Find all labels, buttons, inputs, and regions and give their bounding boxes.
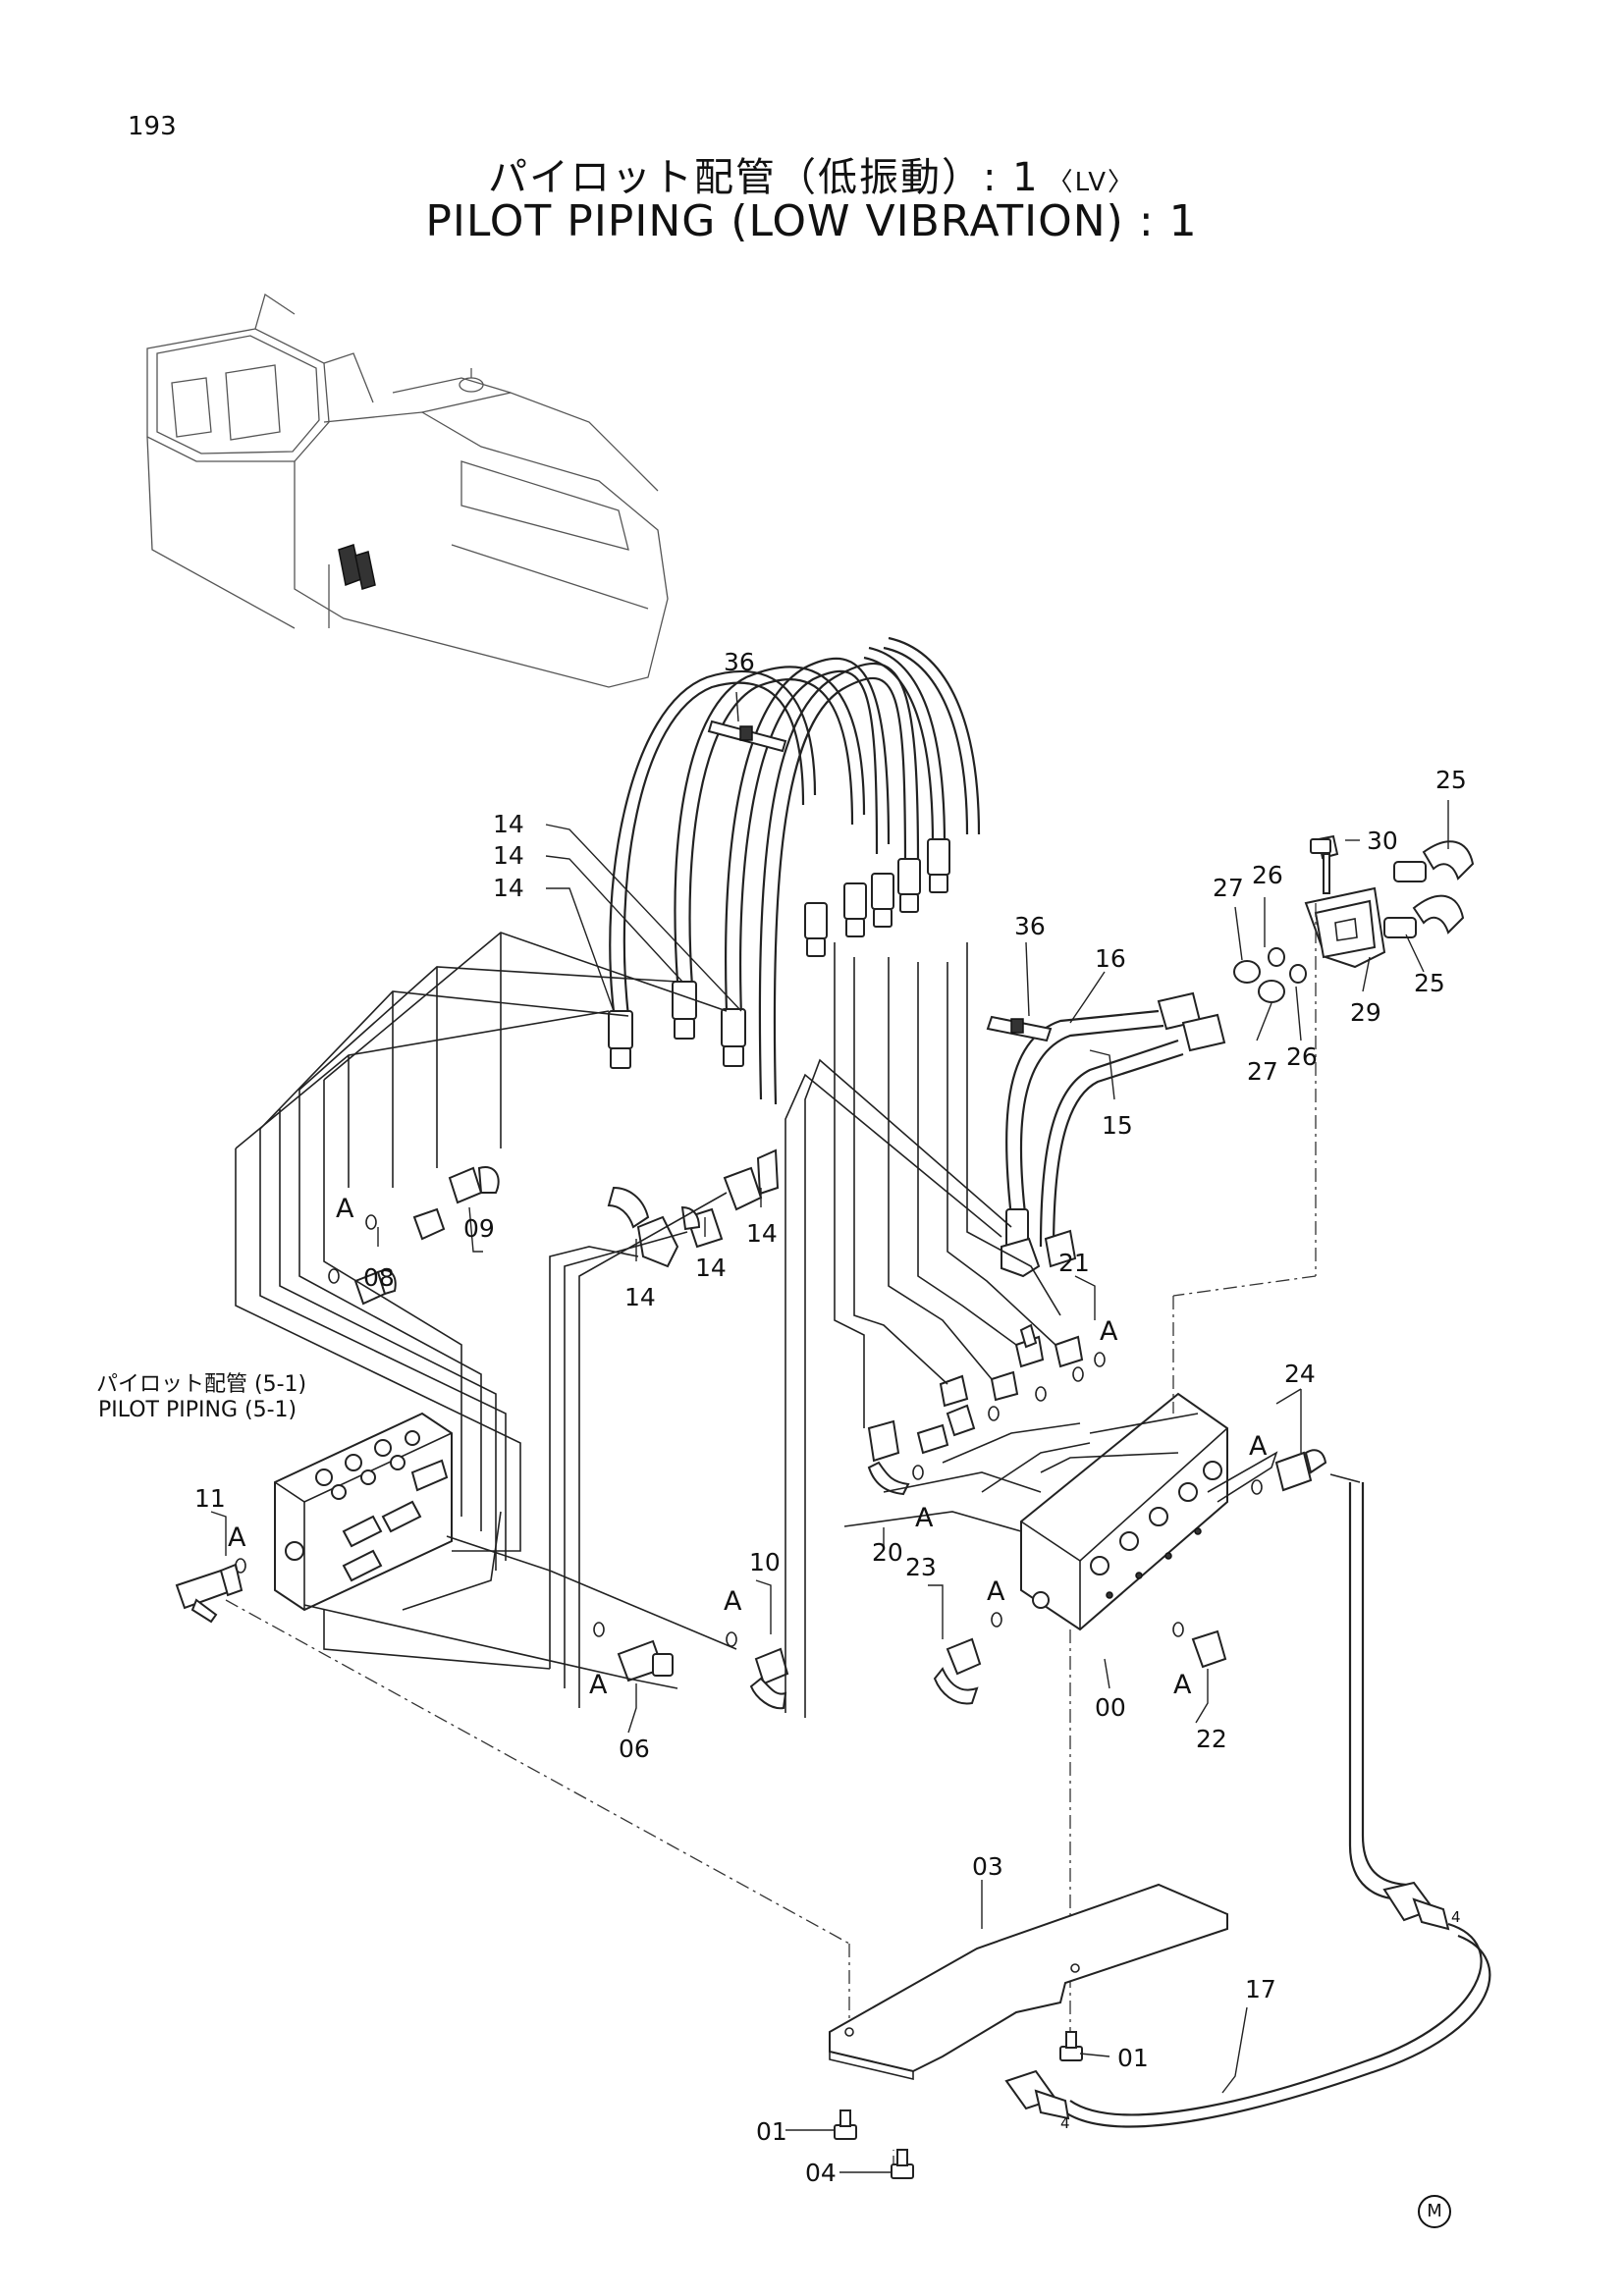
callout-14: 14 — [695, 1254, 727, 1282]
callout-36: 36 — [1014, 912, 1046, 940]
adapter-22 — [1172, 1622, 1227, 1669]
detail-marker-a: A — [915, 1503, 934, 1533]
hose-end-tag: 4 — [1060, 2114, 1070, 2132]
bracket-29-assembly — [1233, 834, 1475, 1003]
detail-marker-a: A — [228, 1522, 246, 1553]
hose-end-tag: 4 — [1451, 1908, 1461, 1926]
detail-marker-a: A — [724, 1586, 742, 1617]
elbow-fittings-14-lower — [607, 1148, 780, 1268]
plate-03 — [829, 1883, 1228, 2081]
machine-thumbnail — [146, 293, 669, 688]
title-japanese-text: パイロット配管（低振動）: 1 — [487, 155, 1040, 200]
callout-26: 26 — [1286, 1042, 1318, 1071]
detail-marker-a: A — [987, 1576, 1005, 1607]
cable-tie-36-upper — [707, 720, 787, 753]
detail-marker-a: A — [589, 1670, 608, 1700]
callout-25: 25 — [1414, 969, 1445, 997]
routing-guide-lines — [235, 932, 1179, 1718]
title-japanese-suffix: 〈LV〉 — [1047, 168, 1136, 197]
callout-14: 14 — [493, 810, 524, 838]
detail-marker-a: A — [336, 1194, 354, 1224]
callout-30: 30 — [1367, 827, 1398, 855]
page-number: 193 — [128, 112, 177, 141]
callout-27: 27 — [1247, 1057, 1278, 1086]
adapter-24 — [1251, 1449, 1327, 1495]
callout-23: 23 — [905, 1553, 937, 1581]
title-english: PILOT PIPING (LOW VIBRATION) : 1 — [425, 196, 1198, 246]
hose-17 — [1004, 1473, 1491, 2128]
reference-label-english: PILOT PIPING (5-1) — [98, 1398, 298, 1422]
title-japanese: パイロット配管（低振動）: 1〈LV〉 — [0, 145, 1623, 202]
callout-14: 14 — [493, 841, 524, 870]
callout-17: 17 — [1245, 1975, 1276, 2003]
callout-22: 22 — [1196, 1725, 1227, 1753]
corner-mark: M — [1418, 2195, 1451, 2228]
callout-14: 14 — [624, 1283, 656, 1311]
callout-labels: 36 14 14 14 09 08 14 14 14 36 16 15 25 3… — [194, 648, 1467, 2187]
reference-label-japanese: パイロット配管 (5-1) — [96, 1372, 307, 1397]
callout-04: 04 — [805, 2159, 837, 2187]
callout-14: 14 — [493, 874, 524, 902]
adapter-06-10-11 — [175, 1558, 789, 1710]
callout-20: 20 — [872, 1538, 903, 1567]
callout-21: 21 — [1058, 1249, 1090, 1277]
callout-29: 29 — [1350, 998, 1381, 1027]
detail-marker-a: A — [1173, 1670, 1192, 1700]
callout-00: 00 — [1095, 1693, 1126, 1722]
adapters-20-21 — [867, 1323, 1106, 1496]
callout-27: 27 — [1213, 874, 1244, 902]
callout-08: 08 — [363, 1263, 395, 1292]
callout-16: 16 — [1095, 944, 1126, 973]
callout-09: 09 — [463, 1214, 495, 1243]
callout-36: 36 — [724, 648, 755, 676]
callout-24: 24 — [1284, 1360, 1316, 1388]
detail-marker-a: A — [1249, 1431, 1268, 1462]
callout-03: 03 — [972, 1852, 1003, 1881]
callout-11: 11 — [194, 1484, 226, 1513]
callout-26: 26 — [1252, 861, 1283, 889]
centre-lines — [225, 903, 1317, 2169]
pilot-block-5-1 — [274, 1412, 453, 1612]
callout-01: 01 — [756, 2117, 787, 2146]
detail-marker-a: A — [1100, 1316, 1118, 1347]
callout-10: 10 — [749, 1548, 781, 1576]
callout-06: 06 — [619, 1735, 650, 1763]
callout-01: 01 — [1117, 2044, 1149, 2072]
callout-25: 25 — [1435, 766, 1467, 794]
valve-block-00 — [1020, 1392, 1278, 1631]
hose-fittings-14 — [608, 838, 950, 1069]
leader-lines — [210, 691, 1449, 2173]
callout-14: 14 — [746, 1219, 778, 1248]
pilot-hoses-15-16 — [986, 991, 1226, 1278]
adapters-08-09 — [328, 1166, 500, 1306]
callout-15: 15 — [1102, 1111, 1133, 1140]
pilot-hose-bundle — [609, 636, 981, 1105]
adapter-23 — [933, 1612, 1002, 1705]
